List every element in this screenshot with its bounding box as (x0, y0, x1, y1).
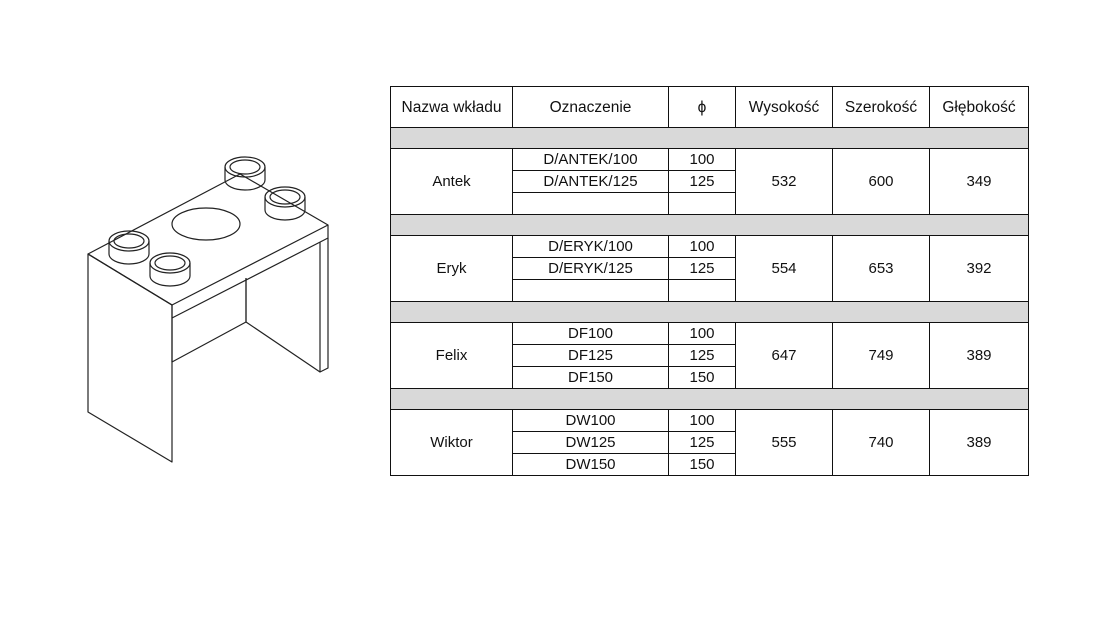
width-cell: 600 (832, 148, 930, 215)
height-cell: 555 (735, 409, 833, 476)
code-cell: D/ERYK/125 (512, 257, 669, 280)
phi-cell (668, 279, 736, 302)
table-row: Wiktor DW100 100 555 740 389 (390, 409, 1029, 476)
top-surface (87, 173, 329, 306)
code-cell (512, 279, 669, 302)
table-row: D/ANTEK/125 125 (391, 170, 1029, 193)
code-cell: DW125 (512, 431, 669, 454)
phi-cell: 125 (668, 431, 736, 454)
model-name: Wiktor (390, 409, 513, 476)
phi-cell (668, 192, 736, 215)
code-cell: DF150 (512, 366, 669, 389)
header-row: Nazwa wkładu Oznaczenie ϕ Wysokość Szero… (390, 86, 1029, 128)
separator-cell (390, 301, 1029, 323)
code-cell: D/ERYK/100 (512, 235, 669, 258)
table-row: DF150 150 (391, 366, 1029, 389)
separator-row (390, 388, 1029, 410)
model-name: Eryk (390, 235, 513, 302)
center-opening (171, 207, 241, 241)
phi-cell: 100 (668, 409, 736, 432)
header-width: Szerokość (832, 86, 930, 128)
phi-cell: 100 (668, 148, 736, 171)
header-phi: ϕ (668, 86, 736, 128)
depth-cell: 389 (929, 409, 1029, 476)
depth-cell: 389 (929, 322, 1029, 389)
phi-cell: 125 (668, 257, 736, 280)
collar-right (264, 186, 306, 221)
depth-cell: 392 (929, 235, 1029, 302)
dimensions-table: Nazwa wkładu Oznaczenie ϕ Wysokość Szero… (390, 86, 1029, 476)
code-cell: D/ANTEK/100 (512, 148, 669, 171)
inner-floor-line (245, 278, 321, 373)
code-cell (512, 192, 669, 215)
separator-row (390, 301, 1029, 323)
right-side-panel (319, 238, 329, 373)
height-cell: 647 (735, 322, 833, 389)
separator-row (390, 127, 1029, 149)
header-height: Wysokość (735, 86, 833, 128)
collar-left (108, 230, 150, 265)
code-cell: DF125 (512, 344, 669, 367)
code-cell: DW100 (512, 409, 669, 432)
collar-front (149, 252, 191, 287)
phi-cell: 100 (668, 235, 736, 258)
width-cell: 653 (832, 235, 930, 302)
header-depth: Głębokość (929, 86, 1029, 128)
phi-cell: 150 (668, 453, 736, 476)
phi-cell: 150 (668, 366, 736, 389)
phi-cell: 125 (668, 170, 736, 193)
code-cell: DF100 (512, 322, 669, 345)
separator-cell (390, 388, 1029, 410)
table-row: Antek D/ANTEK/100 100 532 600 349 (390, 148, 1029, 215)
phi-cell: 125 (668, 344, 736, 367)
left-side-panel (87, 253, 173, 463)
separator-cell (390, 214, 1029, 236)
inner-panel (171, 278, 247, 363)
separator-cell (390, 127, 1029, 149)
insert-housing-drawing (87, 156, 329, 463)
phi-cell: 100 (668, 322, 736, 345)
width-cell: 740 (832, 409, 930, 476)
code-cell: DW150 (512, 453, 669, 476)
table-row: DW150 150 (391, 453, 1029, 476)
table-row: Felix DF100 100 647 749 389 (390, 322, 1029, 389)
table-row: DF125 125 (391, 344, 1029, 367)
top-front-edge (87, 225, 329, 319)
table-row: D/ERYK/125 125 (391, 257, 1029, 280)
separator-row (390, 214, 1029, 236)
header-name: Nazwa wkładu (390, 86, 513, 128)
collar-top (224, 156, 266, 191)
model-name: Felix (390, 322, 513, 389)
table-row: Eryk D/ERYK/100 100 554 653 392 (390, 235, 1029, 302)
code-cell: D/ANTEK/125 (512, 170, 669, 193)
height-cell: 532 (735, 148, 833, 215)
header-code: Oznaczenie (512, 86, 669, 128)
model-name: Antek (390, 148, 513, 215)
depth-cell: 349 (929, 148, 1029, 215)
height-cell: 554 (735, 235, 833, 302)
width-cell: 749 (832, 322, 930, 389)
